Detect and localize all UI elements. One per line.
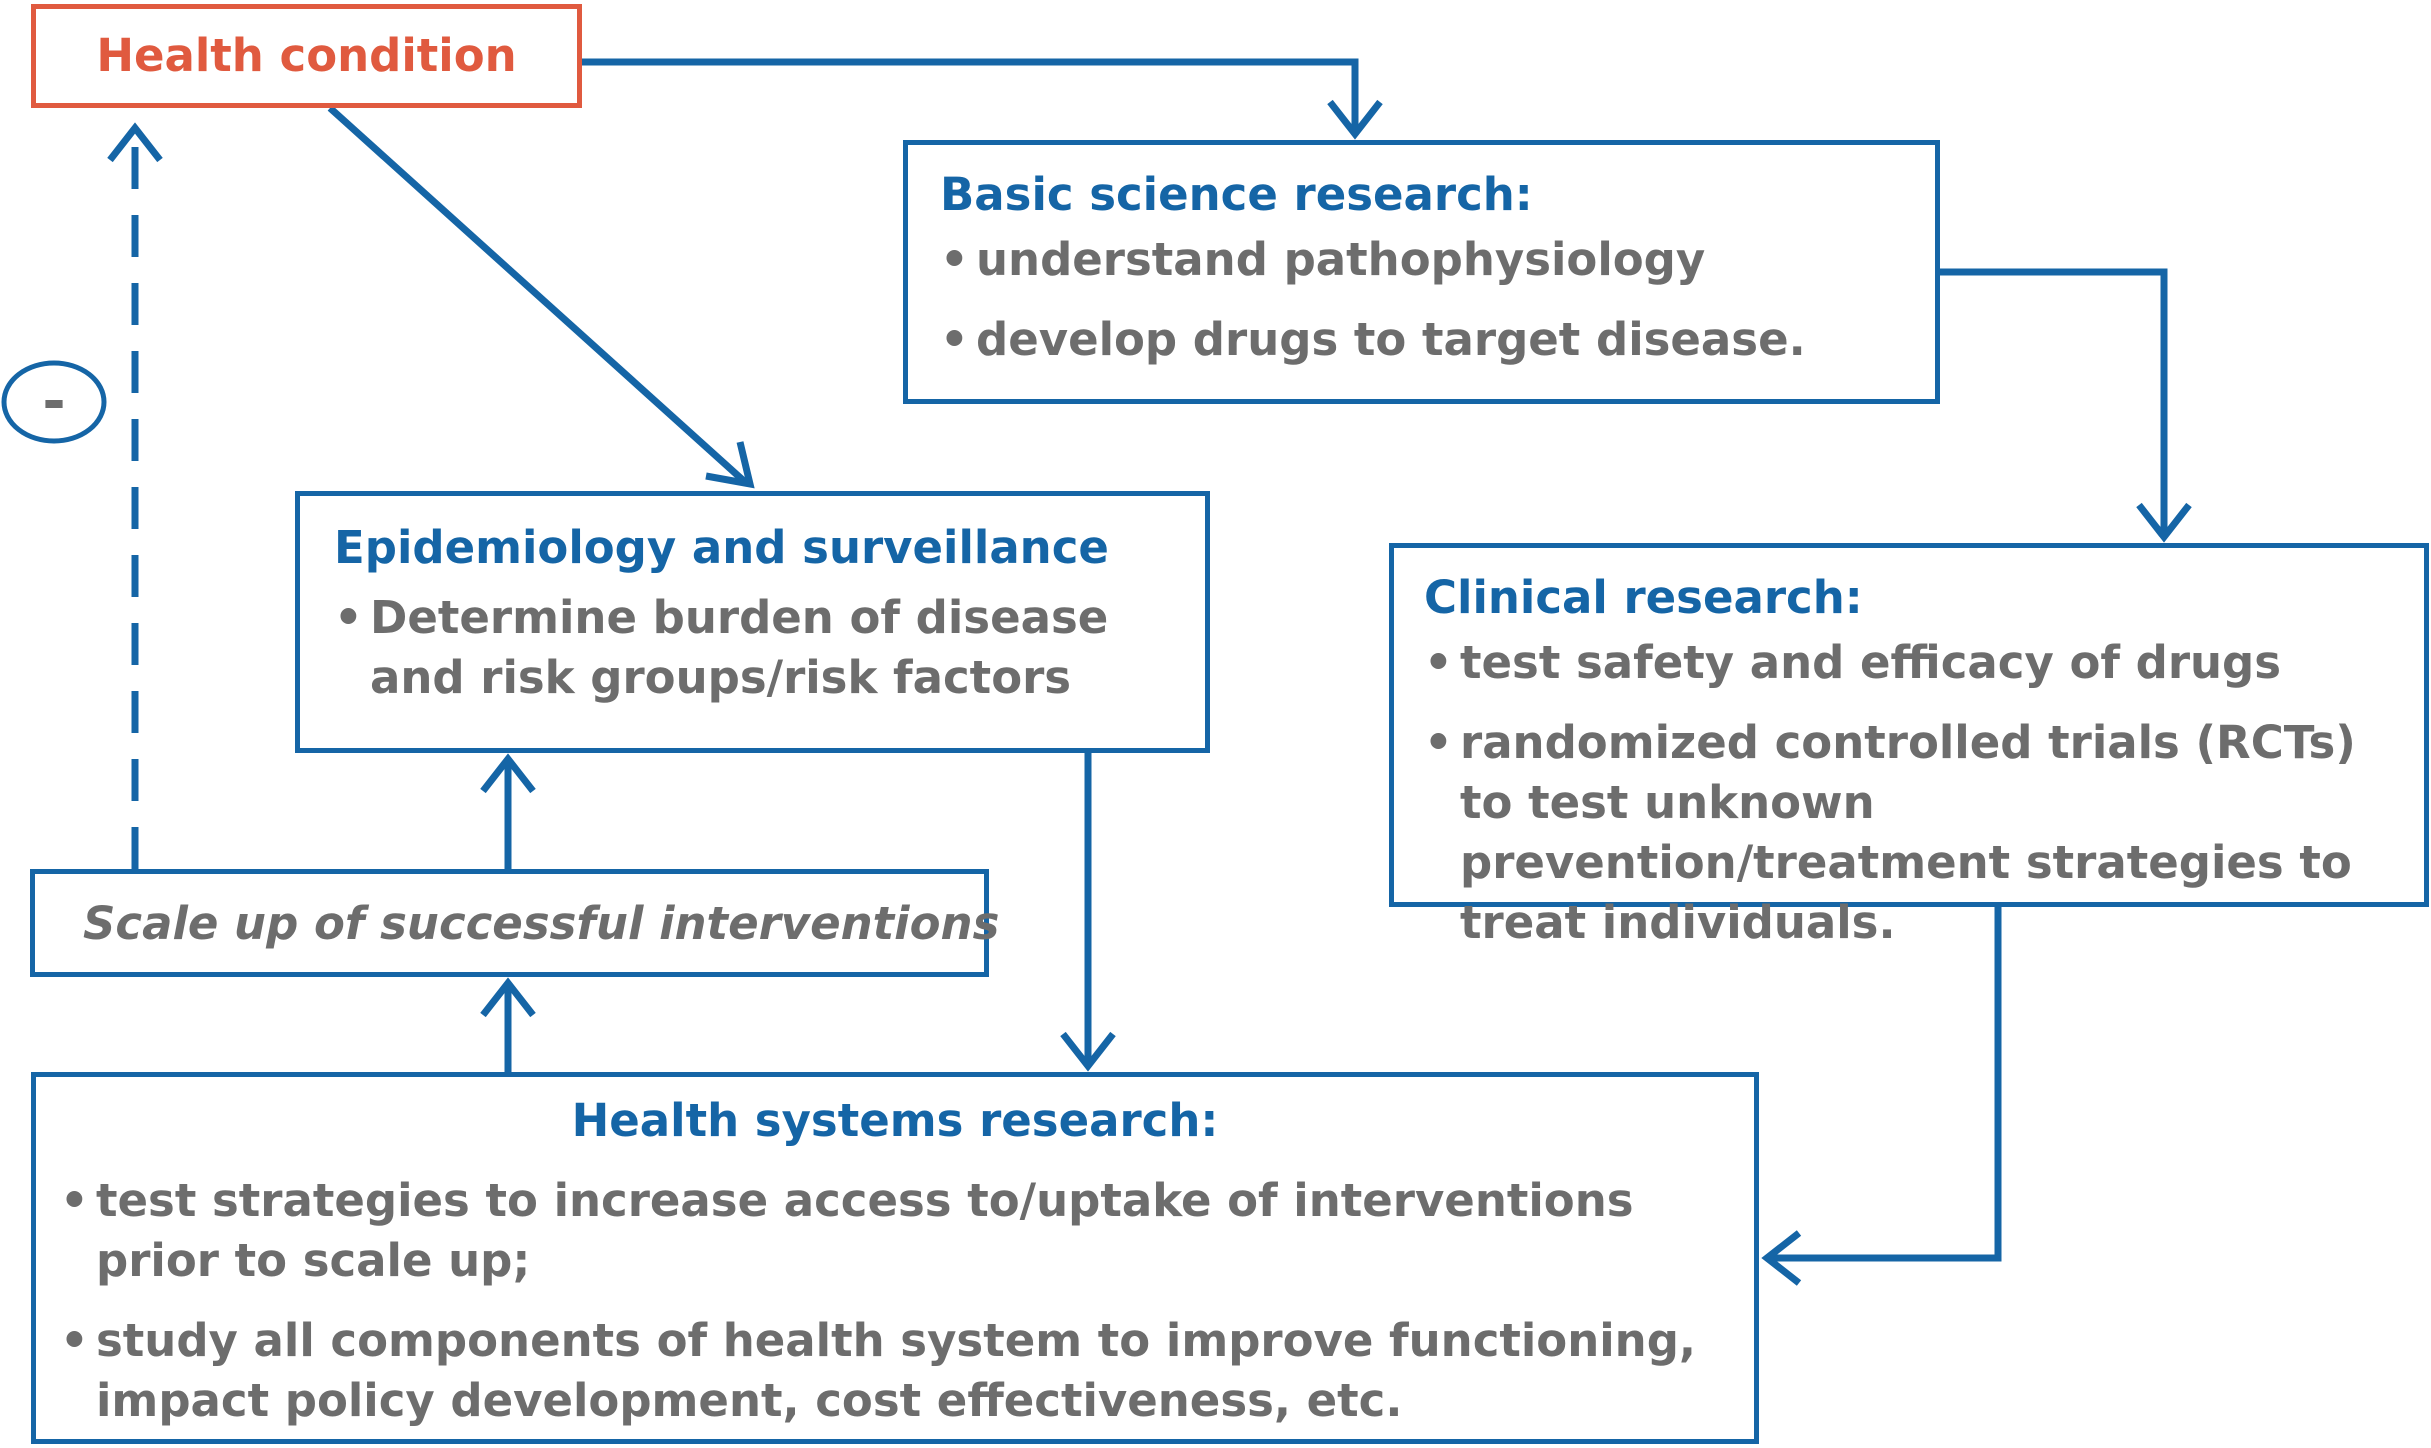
epidemiology-title: Epidemiology and surveillance [334,521,1109,574]
health-condition-node: Health condition [31,4,582,108]
list-item: • develop drugs to target disease. [940,310,1935,370]
bullet-marker: • [334,591,363,644]
feedback-sign: - [42,369,65,434]
arrowhead-health-systems-right [1761,1230,1802,1286]
health-condition-title: Health condition [96,29,517,82]
epidemiology-node: Epidemiology and surveillance • Determin… [295,491,1210,753]
list-item: • test safety and efficacy of drugs [1424,633,2424,693]
arrow-health-to-epidemiology [327,105,748,485]
bullet-marker: • [940,233,969,286]
bullet-marker: • [60,1174,89,1227]
arrow-basic-science-to-clinical [1940,268,2168,537]
arrow-health-to-basic-science [582,58,1359,134]
scale-up-title: Scale up of successful interventions [83,896,1000,950]
scale-up-node: Scale up of successful interventions [30,869,999,977]
arrowhead-scale-up [480,977,536,1018]
arrow-clinical-to-health-systems [1767,907,2002,1262]
clinical-research-title: Clinical research: [1424,571,1863,624]
basic-science-node: Basic science research: • understand pat… [903,140,1940,404]
health-systems-node: Health systems research: • test strategi… [31,1072,1759,1444]
feedback-sign-circle [1,360,107,444]
list-item: • understand pathophysiology [940,230,1935,290]
bullet-marker: • [1424,636,1453,689]
arrowhead-epidemiology [705,441,755,489]
bullet-marker: • [940,313,969,366]
clinical-research-node: Clinical research: • test safety and eff… [1389,543,2429,949]
list-item: • Determine burden of disease and risk g… [334,588,1205,708]
list-item: • randomized controlled trials (RCTs) to… [1424,713,2424,953]
bullet-marker: • [1424,716,1453,769]
arrowhead-clinical [2136,502,2192,543]
arrowhead-epidemiology-bottom [480,753,536,794]
list-item: • study all components of health system … [60,1311,1754,1431]
bullet-marker: • [60,1314,89,1367]
basic-science-title: Basic science research: [940,168,1533,221]
list-item: • test strategies to increase access to/… [60,1171,1754,1291]
arrowhead-health-condition [107,122,163,163]
arrowhead-health-systems-top [1060,1031,1116,1072]
arrowhead-basic-science [1327,99,1383,140]
health-systems-title: Health systems research: [571,1094,1219,1147]
